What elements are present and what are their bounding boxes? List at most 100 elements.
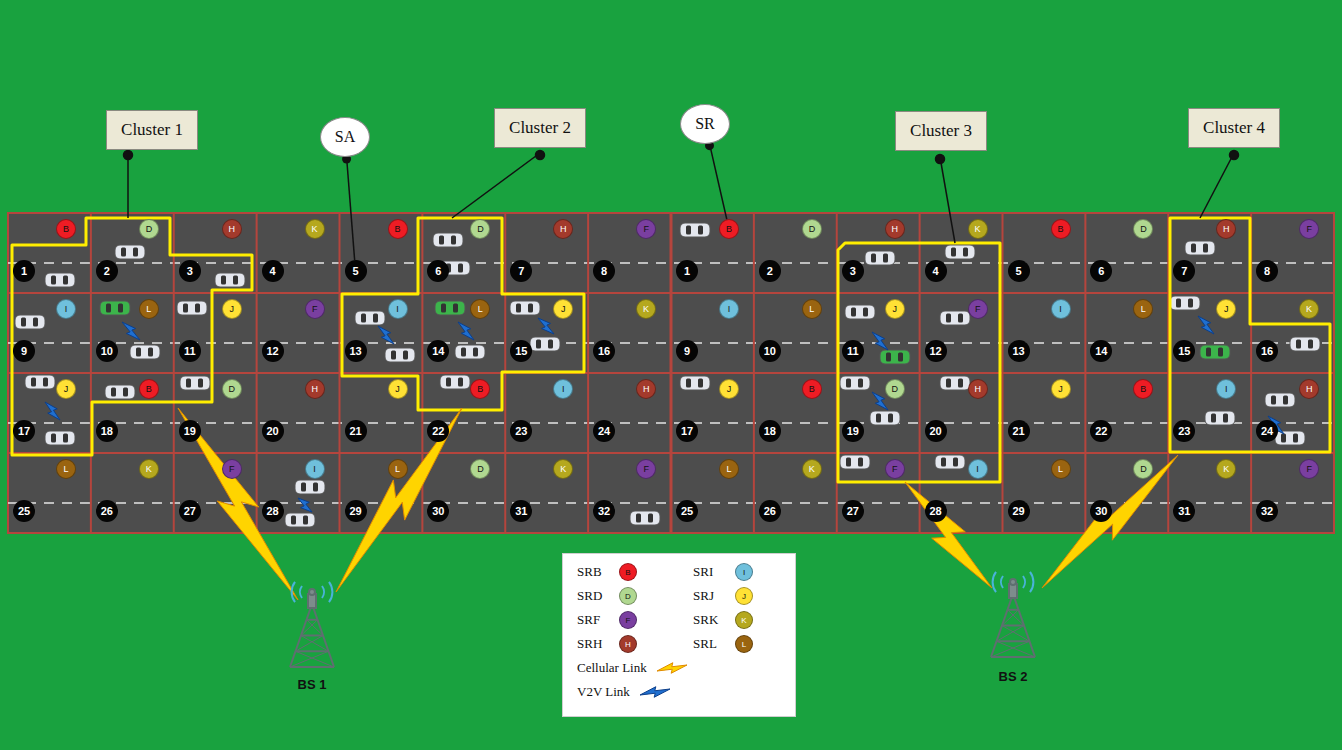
swatch-letter: B [625, 568, 630, 577]
node-text: Cluster 1 [121, 120, 183, 140]
service-region-marker: K [968, 219, 988, 239]
callout-leader [342, 154, 355, 260]
leader-dot [536, 151, 545, 160]
node-text: K [809, 464, 815, 474]
cell-number: 18 [759, 420, 781, 442]
cluster-callout: Cluster 1 [106, 110, 198, 150]
cell-number: 17 [676, 420, 698, 442]
node-text: Cluster 3 [910, 121, 972, 141]
vehicle [25, 375, 55, 389]
vehicle [435, 301, 465, 315]
service-region-marker: I [305, 459, 325, 479]
vehicle [455, 345, 485, 359]
service-region-marker: B [139, 379, 159, 399]
service-region-marker: K [1216, 459, 1236, 479]
node-text: 10 [101, 345, 113, 357]
cellular-link [336, 408, 462, 592]
node-text: H [974, 384, 981, 394]
cell-border [8, 292, 1334, 294]
node-text: 16 [1261, 345, 1273, 357]
node-text: 25 [18, 505, 30, 517]
legend-swatch: J [735, 587, 753, 605]
node-text: 29 [349, 505, 361, 517]
vehicle [510, 301, 540, 315]
node-text: I [976, 464, 979, 474]
node-text: F [643, 224, 649, 234]
node-text: I [65, 304, 68, 314]
legend-entry: SRLL [693, 634, 753, 654]
swatch-letter: H [625, 640, 631, 649]
legend-entry: SRII [693, 562, 753, 582]
node-text: 28 [930, 505, 942, 517]
vehicle [15, 315, 45, 329]
node-text: 14 [1095, 345, 1107, 357]
cell-number: 10 [96, 340, 118, 362]
node-text: 8 [1264, 265, 1270, 277]
legend-swatch: H [619, 635, 637, 653]
cellular-link [1042, 455, 1178, 588]
node-text: 26 [764, 505, 776, 517]
node-text: 31 [515, 505, 527, 517]
vehicle [1200, 345, 1230, 359]
node-text: I [1225, 384, 1228, 394]
service-region-marker: B [470, 379, 490, 399]
cell-number: 19 [179, 420, 201, 442]
legend-swatch: K [735, 611, 753, 629]
service-region-marker: I [56, 299, 76, 319]
node-text: 32 [598, 505, 610, 517]
node-text: 20 [267, 425, 279, 437]
legend-entry: V2V Link [577, 682, 672, 702]
cell-number: 9 [13, 340, 35, 362]
cell-number: 7 [510, 260, 532, 282]
v2v-link [458, 322, 474, 340]
service-region-marker: D [885, 379, 905, 399]
node-text: 4 [270, 265, 276, 277]
service-region-marker: L [802, 299, 822, 319]
cell-number: 14 [1090, 340, 1112, 362]
service-region-marker: L [470, 299, 490, 319]
vehicle [945, 245, 975, 259]
vehicle [1265, 393, 1295, 407]
cell-number: 21 [1008, 420, 1030, 442]
leader-line [940, 157, 955, 243]
leader-dot [124, 151, 133, 160]
cell-number: 8 [1256, 260, 1278, 282]
legend-entry: SRHH [577, 634, 637, 654]
cell-number: 3 [179, 260, 201, 282]
service-region-marker: I [1216, 379, 1236, 399]
vehicle [865, 251, 895, 265]
service-region-marker: D [470, 459, 490, 479]
node-text: 22 [432, 425, 444, 437]
node-text: 19 [847, 425, 859, 437]
grid [8, 213, 1334, 533]
node-text: K [1223, 464, 1229, 474]
service-region-marker: D [470, 219, 490, 239]
leader-line [347, 157, 355, 260]
node-text: 19 [184, 425, 196, 437]
service-region-marker: I [1051, 299, 1071, 319]
vehicle [630, 511, 660, 525]
leader-dot [1230, 151, 1239, 160]
cell-number: 6 [427, 260, 449, 282]
node-text: F [312, 304, 318, 314]
service-region-marker: D [802, 219, 822, 239]
road [8, 213, 1334, 533]
cell-number: 25 [676, 500, 698, 522]
legend-swatch: L [735, 635, 753, 653]
service-region-marker: B [56, 219, 76, 239]
node-text: 10 [764, 345, 776, 357]
node-text: F [975, 304, 981, 314]
service-region-marker: J [553, 299, 573, 319]
cluster-callout: Cluster 4 [1188, 108, 1280, 148]
legend-text: SRJ [693, 588, 727, 604]
base-station-tower [290, 582, 334, 667]
node-text: K [1306, 304, 1312, 314]
cell-number: 11 [842, 340, 864, 362]
service-region-marker: L [139, 299, 159, 319]
node-text: 24 [1261, 425, 1273, 437]
legend-swatch: D [619, 587, 637, 605]
base-station-label: BS 1 [298, 677, 327, 692]
service-region-marker: F [885, 459, 905, 479]
vehicle [880, 350, 910, 364]
node-text: 27 [847, 505, 859, 517]
